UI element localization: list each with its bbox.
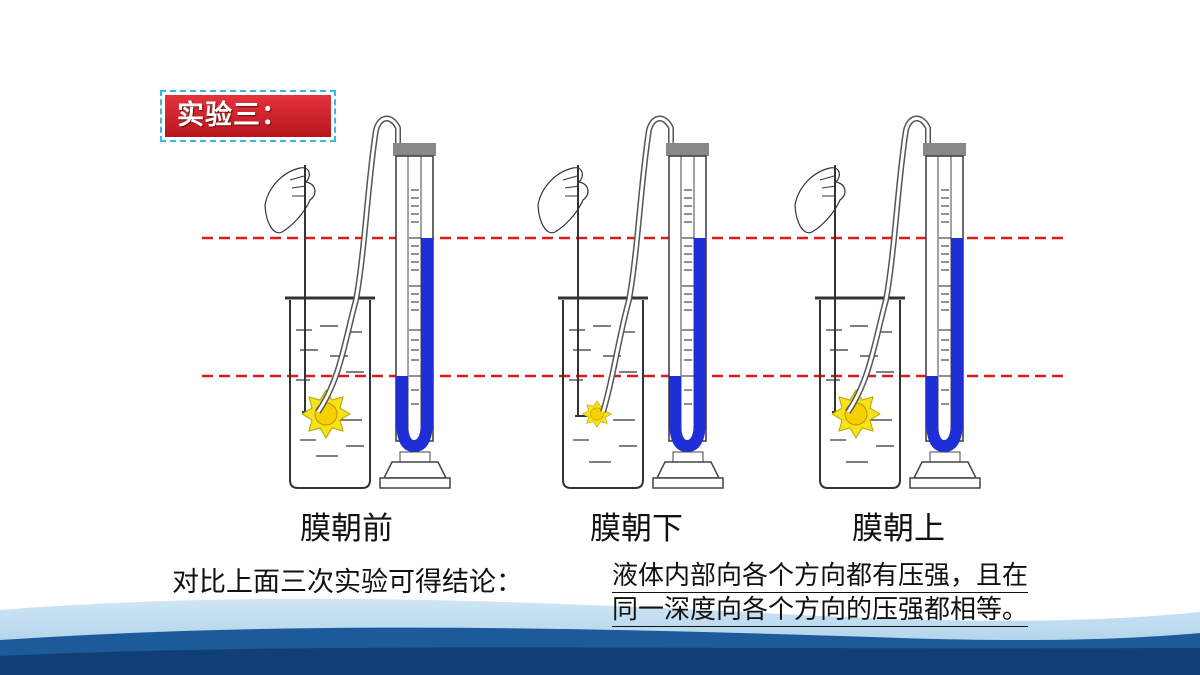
u-tube-manometer-icon (652, 143, 724, 489)
hand-icon (264, 167, 316, 234)
caption-membrane-front: 膜朝前 (300, 511, 393, 547)
apparatus-down (537, 115, 724, 489)
apparatus-up (794, 115, 981, 489)
beaker-icon (285, 296, 375, 489)
footer-wave (0, 598, 1200, 675)
apparatus-front (264, 115, 451, 489)
conclusion-label: 对比上面三次实验可得结论： (172, 567, 523, 598)
hand-icon (537, 167, 589, 234)
u-tube-manometer-icon (909, 143, 981, 489)
caption-membrane-down: 膜朝下 (590, 511, 683, 547)
u-tube-manometer-icon (379, 143, 451, 489)
beaker-icon (558, 296, 648, 489)
experiment-title-badge: 实验三： (160, 90, 336, 142)
beaker-icon (815, 296, 905, 489)
experiment-title: 实验三： (165, 95, 331, 137)
conclusion-line-1: 液体内部向各个方向都有压强，且在 (612, 561, 1029, 593)
conclusion-line-2: 同一深度向各个方向的压强都相等。 (612, 595, 1029, 627)
caption-membrane-up: 膜朝上 (852, 511, 945, 547)
hand-icon (794, 167, 846, 234)
